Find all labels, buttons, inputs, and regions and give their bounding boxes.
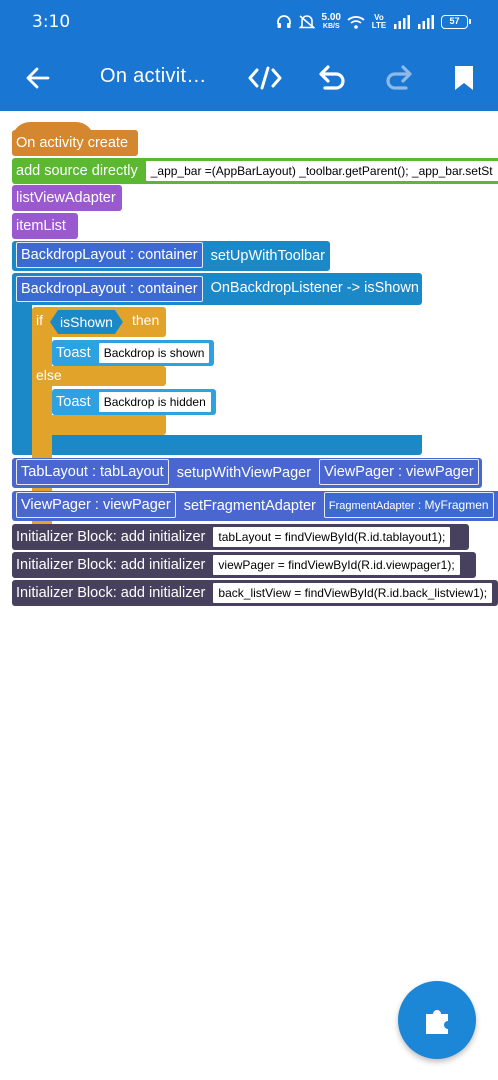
speed-unit: KB/S	[322, 23, 340, 30]
add-source-code-field[interactable]: _app_bar =(AppBarLayout) _toolbar.getPar…	[145, 161, 498, 181]
tab-setup-block[interactable]: TabLayout : tabLayout setupWithViewPager…	[12, 458, 482, 488]
initializer-block-1[interactable]: Initializer Block: add initializer tabLa…	[12, 524, 469, 550]
network-speed: 5.00 KB/S	[322, 13, 341, 31]
redo-icon	[386, 65, 412, 90]
fragment-adapter-block[interactable]: ViewPager : viewPager setFragmentAdapter…	[12, 491, 498, 521]
speed-value: 5.00	[321, 12, 341, 23]
toast-hidden-label: Toast	[56, 394, 91, 410]
toast-shown-message[interactable]: Backdrop is shown	[98, 343, 210, 363]
wifi-icon	[347, 16, 365, 29]
toast-hidden-message[interactable]: Backdrop is hidden	[98, 392, 211, 412]
setup-toolbar-method: setUpWithToolbar	[210, 248, 325, 264]
setup-toolbar-block[interactable]: BackdropLayout : container setUpWithTool…	[12, 241, 330, 271]
headphones-icon	[276, 15, 291, 28]
then-label: then	[132, 312, 160, 328]
redo-button[interactable]	[379, 58, 419, 98]
initializer-2-code[interactable]: viewPager = findViewById(R.id.viewpager1…	[213, 555, 460, 575]
undo-icon	[319, 65, 345, 90]
fragment-adapter-method: setFragmentAdapter	[183, 498, 316, 514]
fragment-adapter-component: ViewPager : viewPager	[16, 492, 176, 518]
mute-icon	[298, 15, 315, 29]
initializer-2-label: Initializer Block: add initializer	[16, 557, 206, 573]
signal-icon-1	[394, 15, 410, 29]
tab-setup-arg[interactable]: ViewPager : viewPager	[319, 459, 479, 485]
setup-toolbar-component: BackdropLayout : container	[16, 242, 203, 268]
initializer-1-label: Initializer Block: add initializer	[16, 529, 206, 545]
initializer-1-code[interactable]: tabLayout = findViewById(R.id.tablayout1…	[213, 527, 451, 547]
fragment-adapter-arg-type: FragmentAdapter	[328, 500, 415, 512]
fragment-adapter-arg-value: MyFragmen	[424, 498, 489, 512]
backdrop-listener-component: BackdropLayout : container	[16, 276, 203, 302]
status-icons: 5.00 KB/S Vo LTE 57	[276, 10, 471, 34]
list-view-adapter-label: listViewAdapter	[16, 190, 116, 206]
initializer-3-label: Initializer Block: add initializer	[16, 585, 206, 601]
bookmark-icon	[455, 66, 473, 90]
if-block-footer	[32, 415, 166, 435]
page-title: On activit…	[100, 65, 207, 87]
battery-icon: 57	[441, 15, 471, 29]
backdrop-listener-header: BackdropLayout : container OnBackdropLis…	[16, 276, 423, 302]
initializer-block-2[interactable]: Initializer Block: add initializer viewP…	[12, 552, 476, 578]
status-time: 3:10	[32, 12, 71, 32]
fragment-adapter-arg-sep: :	[414, 498, 425, 512]
initializer-3-code[interactable]: back_listView = findViewById(R.id.back_l…	[213, 583, 493, 603]
app-bar: On activit…	[0, 44, 498, 111]
status-bar: 3:10 5.00 KB/S Vo LTE 57	[0, 0, 498, 44]
backdrop-listener-footer	[12, 435, 422, 455]
list-view-adapter-block[interactable]: listViewAdapter	[12, 185, 122, 211]
add-source-label: add source directly	[16, 163, 138, 179]
item-list-block[interactable]: itemList	[12, 213, 78, 239]
bookmark-button[interactable]	[444, 58, 484, 98]
toast-shown-label: Toast	[56, 345, 91, 361]
tab-setup-method: setupWithViewPager	[176, 465, 312, 481]
backdrop-listener-block[interactable]: BackdropLayout : container OnBackdropLis…	[12, 273, 422, 305]
back-button[interactable]	[18, 58, 58, 98]
add-source-block[interactable]: add source directly _app_bar =(AppBarLay…	[12, 158, 498, 184]
undo-button[interactable]	[312, 58, 352, 98]
tab-setup-component: TabLayout : tabLayout	[16, 459, 169, 485]
signal-icon-2	[418, 15, 434, 29]
arrow-left-icon	[26, 67, 50, 89]
event-block-on-activity-create[interactable]: On activity create	[12, 130, 138, 156]
if-block[interactable]: if isShown then	[32, 307, 166, 337]
initializer-block-3[interactable]: Initializer Block: add initializer back_…	[12, 580, 498, 606]
code-icon	[248, 66, 282, 90]
source-code-button[interactable]	[245, 58, 285, 98]
backdrop-listener-method: OnBackdropListener -> isShown	[210, 280, 419, 296]
item-list-label: itemList	[16, 218, 66, 234]
event-label: On activity create	[16, 135, 129, 151]
backdrop-listener-arm	[12, 303, 32, 443]
if-label: if	[36, 312, 43, 328]
is-shown-condition[interactable]: isShown	[50, 310, 123, 334]
puzzle-icon	[426, 1010, 448, 1034]
toast-hidden-block[interactable]: Toast Backdrop is hidden	[52, 389, 216, 415]
volte-label: Vo LTE	[371, 13, 387, 30]
else-label: else	[36, 367, 62, 383]
fragment-adapter-arg[interactable]: FragmentAdapter : MyFragmen	[323, 492, 494, 518]
else-bar: else	[32, 366, 166, 386]
blocks-canvas[interactable]: On activity create add source directly _…	[0, 111, 498, 1080]
add-block-fab[interactable]	[398, 981, 476, 1059]
toast-shown-block[interactable]: Toast Backdrop is shown	[52, 340, 214, 366]
